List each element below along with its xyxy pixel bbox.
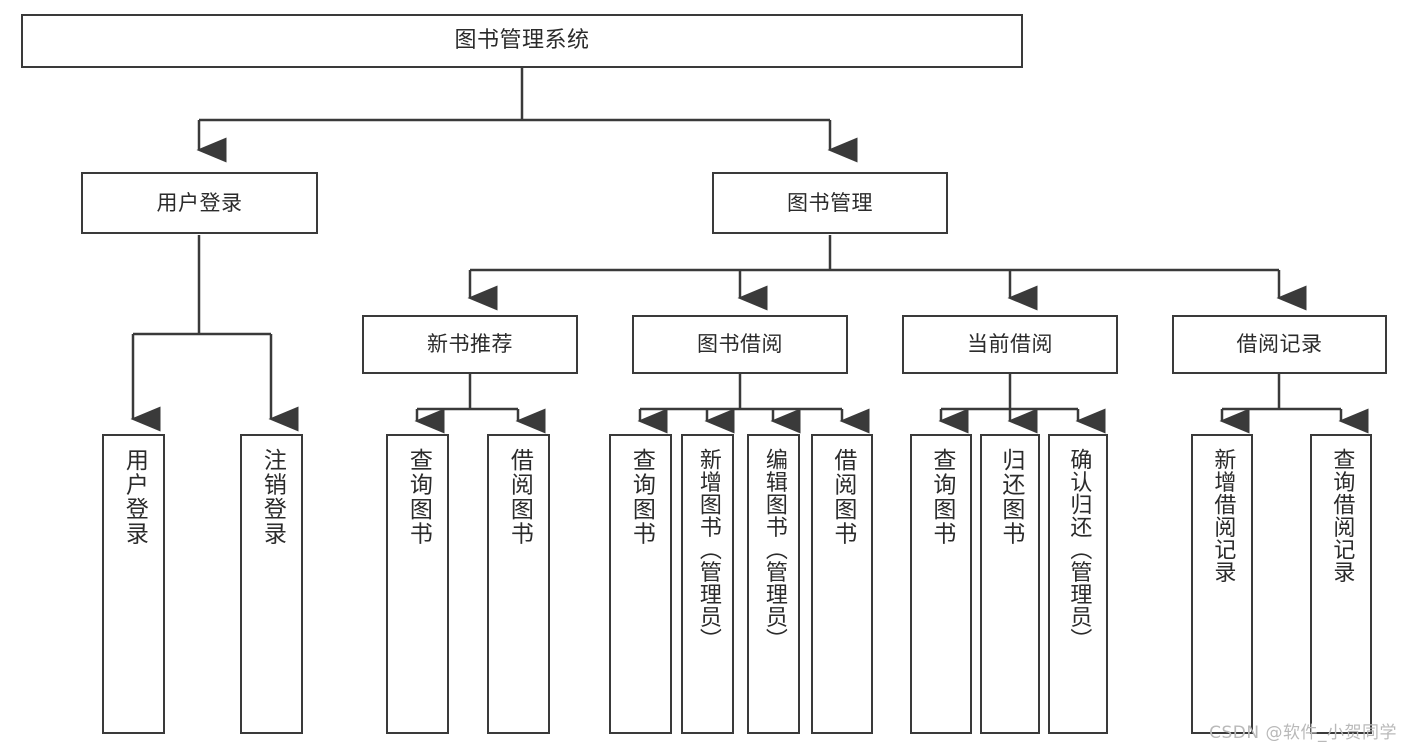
node-label: 查询图书 [405,448,432,546]
leaf-query-borrow-record[interactable]: 查询借阅记录 [1310,434,1372,734]
leaf-add-borrow-record[interactable]: 新增借阅记录 [1191,434,1253,734]
leaf-edit-book-admin[interactable]: 编辑图书（管理员） [747,434,800,734]
node-label: 查询借阅记录 [1329,448,1355,583]
node-label: 新书推荐 [427,332,513,356]
node-label: 新增图书（管理员） [695,448,721,651]
node-label: 查询图书 [928,448,955,546]
node-label: 编辑图书（管理员） [761,448,787,651]
node-book-management[interactable]: 图书管理 [712,172,948,234]
node-label: 借阅记录 [1236,332,1323,356]
node-label: 借阅图书 [829,448,856,546]
leaf-user-login[interactable]: 用户登录 [102,434,165,734]
node-new-book-recommend[interactable]: 新书推荐 [362,315,578,374]
node-label: 查询图书 [628,448,655,546]
leaf-borrow-book-recommend[interactable]: 借阅图书 [487,434,550,734]
leaf-return-book[interactable]: 归还图书 [980,434,1040,734]
node-label: 新增借阅记录 [1210,448,1236,583]
leaf-logout[interactable]: 注销登录 [240,434,303,734]
leaf-query-book-recommend[interactable]: 查询图书 [386,434,449,734]
node-book-borrow[interactable]: 图书借阅 [632,315,848,374]
node-label: 归还图书 [997,448,1024,546]
node-label: 用户登录 [121,448,148,546]
leaf-add-book-admin[interactable]: 新增图书（管理员） [681,434,734,734]
node-label: 确认归还（管理员） [1066,448,1092,651]
node-label: 用户登录 [156,190,243,215]
node-label: 图书管理 [787,190,873,215]
node-current-borrow[interactable]: 当前借阅 [902,315,1118,374]
leaf-query-book-borrow[interactable]: 查询图书 [609,434,672,734]
node-label: 借阅图书 [506,448,533,546]
node-root-book-management-system[interactable]: 图书管理系统 [21,14,1023,68]
node-label: 图书管理系统 [454,28,590,53]
leaf-confirm-return-admin[interactable]: 确认归还（管理员） [1048,434,1108,734]
node-user-login[interactable]: 用户登录 [81,172,318,234]
node-borrow-record[interactable]: 借阅记录 [1172,315,1387,374]
node-label: 注销登录 [259,448,286,546]
node-label: 图书借阅 [697,332,783,356]
leaf-borrow-book[interactable]: 借阅图书 [811,434,873,734]
csdn-watermark: CSDN @软件_小贺同学 [1209,723,1397,743]
node-label: 当前借阅 [967,332,1053,356]
leaf-query-book-current[interactable]: 查询图书 [910,434,972,734]
